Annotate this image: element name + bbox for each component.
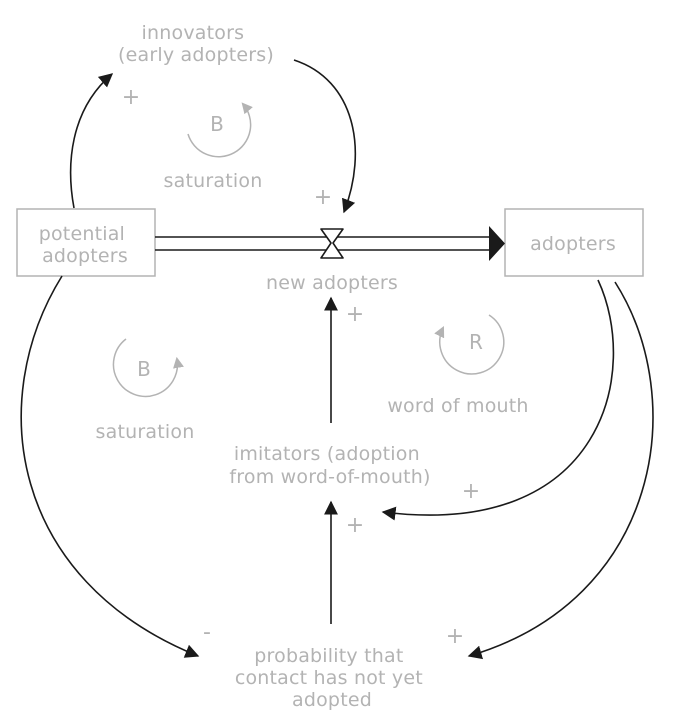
stock-potential-adopters-line-1: potential <box>39 223 125 245</box>
loop-top-balancing-arrow-icon <box>187 102 253 158</box>
loop-reinforcing-arrow-icon <box>434 314 505 375</box>
loop-left-balancing: B saturation <box>96 338 195 443</box>
flow-valve-icon[interactable] <box>320 228 344 259</box>
stock-potential-adopters-label: potential adopters <box>39 223 132 267</box>
polarity-probability-to-imitators: + <box>346 513 364 538</box>
loop-top-balancing: B saturation <box>164 102 263 192</box>
variable-imitators-line-2: from word-of-mouth) <box>229 466 430 488</box>
flow-label-new-adopters: new adopters <box>266 272 398 294</box>
variable-probability-line-2: contact has not yet <box>235 667 423 689</box>
link-adopters-to-probability[interactable] <box>467 281 654 660</box>
loop-reinforcing-name: word of mouth <box>387 395 528 417</box>
polarity-imitators-to-flow: + <box>346 302 364 327</box>
polarity-adopters-to-probability: + <box>446 624 464 649</box>
variable-imitators-line-1: imitators (adoption <box>234 443 420 465</box>
stock-adopters-label: adopters <box>530 233 616 255</box>
loop-reinforcing-symbol: R <box>469 330 483 354</box>
loop-left-balancing-name: saturation <box>96 421 195 443</box>
loop-left-balancing-arrow-icon <box>112 338 184 398</box>
variable-imitators[interactable]: imitators (adoption from word-of-mouth) <box>229 443 430 488</box>
flow-arrowhead <box>489 226 505 261</box>
polarity-potential-to-innovators: + <box>122 85 140 110</box>
loop-left-balancing-symbol: B <box>137 357 151 381</box>
variable-innovators[interactable]: innovators (early adopters) <box>118 22 274 66</box>
stock-adopters[interactable]: adopters <box>504 208 644 277</box>
variable-probability-line-1: probability that <box>254 645 403 667</box>
link-innovators-to-flow[interactable] <box>293 59 357 214</box>
stock-adopters-box <box>504 208 644 277</box>
link-adopters-to-imitators[interactable] <box>381 279 615 521</box>
stock-potential-adopters[interactable]: potential adopters <box>16 208 156 277</box>
loop-top-balancing-symbol: B <box>210 112 224 136</box>
variable-innovators-line-1: innovators <box>142 22 245 44</box>
variable-probability[interactable]: probability that contact has not yet ado… <box>235 645 429 711</box>
variable-probability-line-3: adopted <box>292 689 372 711</box>
loop-reinforcing: R word of mouth <box>387 314 528 417</box>
link-potential-to-innovators[interactable] <box>69 73 114 209</box>
link-potential-to-probability[interactable] <box>20 275 200 658</box>
polarity-potential-to-probability: - <box>203 620 211 645</box>
polarity-adopters-to-imitators: + <box>462 479 480 504</box>
stock-potential-adopters-box <box>16 208 156 277</box>
flow-pipe[interactable] <box>155 226 505 261</box>
variable-innovators-line-2: (early adopters) <box>118 44 274 66</box>
loop-top-balancing-name: saturation <box>164 170 263 192</box>
stock-potential-adopters-line-2: adopters <box>42 245 128 267</box>
polarity-innovators-to-flow: + <box>314 185 332 210</box>
